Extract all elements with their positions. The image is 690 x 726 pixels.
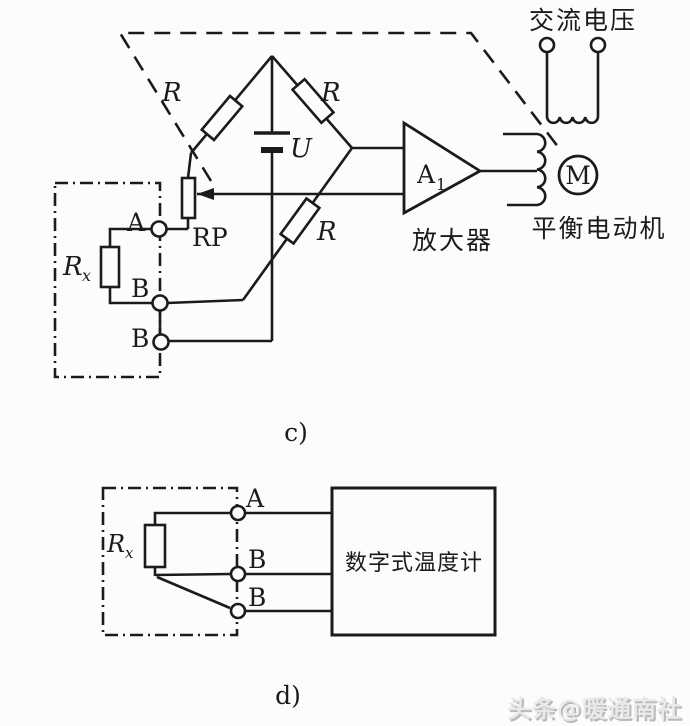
r-bottom-label: R xyxy=(316,217,337,247)
r-right-label: R xyxy=(320,78,341,108)
battery-u-label: U xyxy=(290,134,313,164)
rx-label-c: R xyxy=(62,252,83,282)
terminal-b2-label-c: B xyxy=(131,324,149,353)
ac-terminal-left xyxy=(538,36,556,54)
ac-winding-coil xyxy=(545,116,600,125)
amplifier-triangle xyxy=(402,120,483,216)
motor-symbol-label: M xyxy=(565,161,591,190)
rx-sub-label-c: x xyxy=(82,266,91,285)
wire-arm-to-b1 xyxy=(166,298,244,305)
wire-rx-to-b1-d xyxy=(154,572,232,577)
terminal-a-c xyxy=(150,220,168,238)
r-left-label: R xyxy=(161,78,182,108)
amplifier-caption: 放大器 xyxy=(412,226,493,255)
sensor-box-c xyxy=(53,181,162,379)
potentiometer-rp xyxy=(180,176,197,220)
wiper-arrow-icon xyxy=(197,188,214,200)
rx-sub-label-d: x xyxy=(125,544,134,562)
terminal-a-d xyxy=(229,504,247,522)
bridge-wires xyxy=(108,55,404,343)
resistor-r-bottom xyxy=(278,196,322,246)
amp-symbol-sub-label: 1 xyxy=(436,175,446,194)
ac-terminal-right xyxy=(589,36,607,54)
resistor-r-right xyxy=(290,77,336,125)
rp-top-lead xyxy=(186,152,193,179)
diagram-c-label: c) xyxy=(284,418,308,447)
sensor-box-d xyxy=(101,486,239,637)
motor-circle xyxy=(557,154,599,196)
watermark: 头条@暖通南社 xyxy=(507,695,682,723)
motor-caption: 平衡电动机 xyxy=(531,214,666,243)
terminal-b1-label-d: B xyxy=(248,545,266,574)
terminal-a-label-d: A xyxy=(245,484,265,513)
rx-resistor-c xyxy=(99,245,121,289)
rx-resistor-d xyxy=(143,523,167,569)
control-winding-coil xyxy=(536,132,547,207)
terminal-a-label-c: A xyxy=(126,208,146,237)
instrument-caption: 数字式温度计 xyxy=(345,551,483,576)
amp-symbol-label: A xyxy=(416,160,436,189)
d-wires xyxy=(153,511,332,613)
terminal-b1-d xyxy=(229,565,247,583)
ac-supply-caption: 交流电压 xyxy=(529,6,637,35)
wire-a-to-rx xyxy=(108,227,152,247)
terminal-b1-label-c: B xyxy=(131,274,149,303)
terminal-b2-label-d: B xyxy=(248,583,266,612)
terminal-b2-d xyxy=(229,602,247,620)
rp-label: RP xyxy=(192,223,228,252)
wire-rx-to-b1 xyxy=(108,287,152,305)
mechanical-link-dashed-line xyxy=(117,31,564,182)
terminal-b2-c xyxy=(152,333,170,351)
terminal-b1-c xyxy=(151,294,169,312)
rx-label-d: R xyxy=(106,530,125,558)
wire-rx-to-b2-d xyxy=(156,575,231,610)
wire-rx-to-a-d xyxy=(153,511,231,525)
diagram-d-label: d) xyxy=(275,681,301,710)
instrument-box xyxy=(330,486,497,637)
resistor-r-left xyxy=(199,94,245,142)
